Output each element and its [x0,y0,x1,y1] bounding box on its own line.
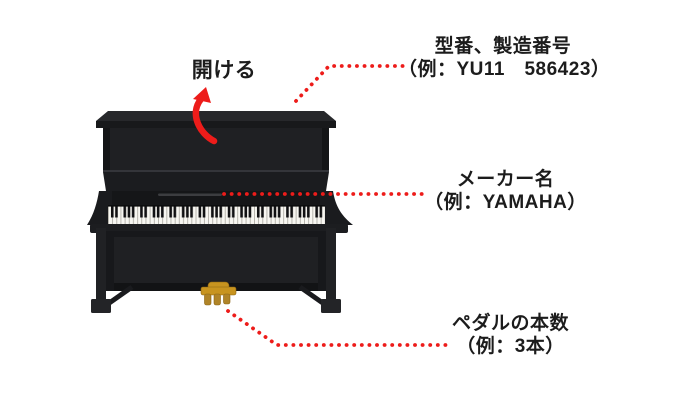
piano-foot-right [321,299,341,313]
label-pedal-count-line1: ペダルの本数 [451,313,569,334]
piano-lid-top [96,111,336,121]
piano-illustration [87,111,353,313]
label-maker-name-line1: メーカー名 [456,169,555,190]
piano-keyboard-shadow [108,205,325,207]
label-open: 開ける [186,59,262,83]
piano-keybed [90,224,348,233]
piano-fallboard [99,191,333,205]
piano-side-post-right [322,128,329,171]
leader-line-model-serial [294,64,412,103]
label-pedal-count: ペダルの本数 （例：3本） [413,312,608,358]
piano-lower-panel [114,237,318,289]
label-model-serial-line2: （例：YU11 586423） [398,59,611,80]
piano-nameplate-groove [158,193,222,196]
piano-seam-line [103,170,329,172]
piano-side-post-left [103,128,110,171]
leader-line-pedal-count [226,309,448,347]
open-arrow-icon [192,87,218,145]
piano-keyboard [108,205,325,225]
piano-mid-panel [103,172,329,191]
pedal-center [213,293,221,306]
label-model-serial: 型番、製造番号 （例：YU11 586423） [398,35,611,81]
pedal-left [204,293,212,306]
piano-cheek-left [87,191,112,225]
label-open-text: 開ける [191,59,257,82]
piano-cheek-right [320,191,353,225]
label-model-serial-line1: 型番、製造番号 [434,36,572,57]
pedal-right [223,293,231,305]
piano-leg-left [96,228,106,308]
piano-pedal-assembly [200,281,237,306]
piano-foot-left [91,299,111,313]
piano-upper-panel [103,128,329,171]
piano-leg-right [326,228,336,308]
leader-lines [222,64,448,347]
label-pedal-count-line2: （例：3本） [456,336,565,357]
label-maker-name: メーカー名 （例：YAMAHA） [408,168,603,214]
open-arrow-head [193,87,211,103]
piano-lid-front [96,121,336,128]
open-arrow-shaft [192,95,218,145]
label-maker-name-line2: （例：YAMAHA） [424,192,587,213]
